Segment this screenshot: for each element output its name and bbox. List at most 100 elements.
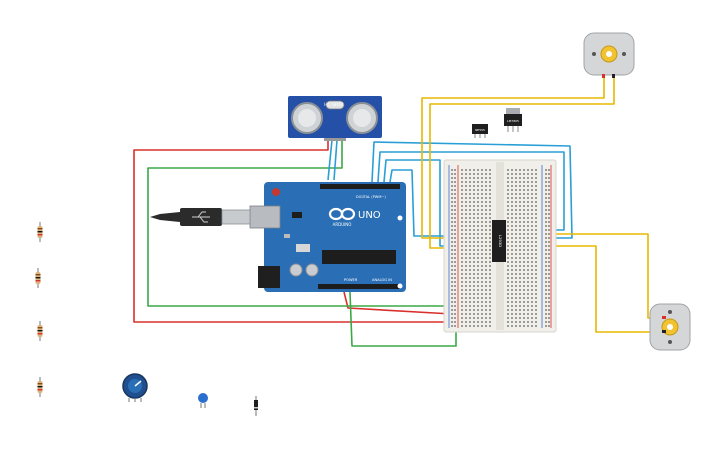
breadboard-hole[interactable] <box>485 225 487 227</box>
breadboard-hole[interactable] <box>507 325 509 327</box>
breadboard-hole[interactable] <box>465 205 467 207</box>
breadboard-hole[interactable] <box>485 321 487 323</box>
breadboard-hole[interactable] <box>489 189 491 191</box>
breadboard-hole[interactable] <box>489 213 491 215</box>
breadboard-hole[interactable] <box>451 249 453 251</box>
breadboard-hole[interactable] <box>477 309 479 311</box>
breadboard-hole[interactable] <box>545 257 547 259</box>
breadboard-hole[interactable] <box>469 193 471 195</box>
breadboard-hole[interactable] <box>454 289 456 291</box>
breadboard-hole[interactable] <box>481 273 483 275</box>
breadboard-hole[interactable] <box>511 269 513 271</box>
breadboard-hole[interactable] <box>511 213 513 215</box>
breadboard-hole[interactable] <box>481 317 483 319</box>
breadboard-hole[interactable] <box>473 289 475 291</box>
breadboard-hole[interactable] <box>519 249 521 251</box>
breadboard-hole[interactable] <box>473 301 475 303</box>
breadboard-hole[interactable] <box>548 229 550 231</box>
breadboard-hole[interactable] <box>515 185 517 187</box>
breadboard-hole[interactable] <box>465 189 467 191</box>
breadboard-hole[interactable] <box>473 197 475 199</box>
breadboard-hole[interactable] <box>527 245 529 247</box>
breadboard-hole[interactable] <box>451 241 453 243</box>
breadboard-hole[interactable] <box>469 265 471 267</box>
breadboard-hole[interactable] <box>477 317 479 319</box>
breadboard-hole[interactable] <box>511 317 513 319</box>
breadboard-hole[interactable] <box>527 237 529 239</box>
breadboard-hole[interactable] <box>485 193 487 195</box>
breadboard-hole[interactable] <box>473 313 475 315</box>
breadboard-hole[interactable] <box>469 169 471 171</box>
breadboard-hole[interactable] <box>511 209 513 211</box>
breadboard-hole[interactable] <box>527 305 529 307</box>
breadboard-hole[interactable] <box>489 197 491 199</box>
breadboard-hole[interactable] <box>535 201 537 203</box>
breadboard-hole[interactable] <box>485 245 487 247</box>
breadboard-hole[interactable] <box>545 249 547 251</box>
breadboard-hole[interactable] <box>461 249 463 251</box>
breadboard-hole[interactable] <box>527 281 529 283</box>
breadboard-hole[interactable] <box>461 201 463 203</box>
breadboard-hole[interactable] <box>531 249 533 251</box>
breadboard-hole[interactable] <box>531 181 533 183</box>
breadboard-hole[interactable] <box>531 281 533 283</box>
breadboard-hole[interactable] <box>473 317 475 319</box>
breadboard-hole[interactable] <box>469 289 471 291</box>
breadboard-hole[interactable] <box>473 209 475 211</box>
breadboard-hole[interactable] <box>465 289 467 291</box>
breadboard-hole[interactable] <box>519 217 521 219</box>
breadboard-hole[interactable] <box>523 225 525 227</box>
breadboard-hole[interactable] <box>473 285 475 287</box>
breadboard-hole[interactable] <box>465 285 467 287</box>
breadboard-hole[interactable] <box>481 241 483 243</box>
breadboard-hole[interactable] <box>523 285 525 287</box>
breadboard-hole[interactable] <box>531 213 533 215</box>
breadboard-hole[interactable] <box>451 317 453 319</box>
breadboard-hole[interactable] <box>461 233 463 235</box>
breadboard-hole[interactable] <box>507 301 509 303</box>
breadboard-hole[interactable] <box>535 177 537 179</box>
breadboard-hole[interactable] <box>454 249 456 251</box>
breadboard-hole[interactable] <box>523 185 525 187</box>
breadboard-hole[interactable] <box>515 285 517 287</box>
breadboard-hole[interactable] <box>489 249 491 251</box>
breadboard-hole[interactable] <box>451 193 453 195</box>
breadboard-hole[interactable] <box>535 233 537 235</box>
breadboard-hole[interactable] <box>515 209 517 211</box>
breadboard-hole[interactable] <box>469 209 471 211</box>
breadboard-hole[interactable] <box>454 237 456 239</box>
breadboard-hole[interactable] <box>477 297 479 299</box>
breadboard-hole[interactable] <box>548 253 550 255</box>
breadboard-hole[interactable] <box>531 189 533 191</box>
breadboard-hole[interactable] <box>454 233 456 235</box>
breadboard-hole[interactable] <box>507 297 509 299</box>
breadboard-hole[interactable] <box>481 257 483 259</box>
small-ic-chip[interactable]: NE555 <box>472 124 488 138</box>
breadboard-hole[interactable] <box>527 209 529 211</box>
breadboard-hole[interactable] <box>531 245 533 247</box>
breadboard-hole[interactable] <box>548 209 550 211</box>
breadboard-hole[interactable] <box>511 321 513 323</box>
breadboard-hole[interactable] <box>527 173 529 175</box>
breadboard-hole[interactable] <box>535 309 537 311</box>
breadboard-hole[interactable] <box>454 189 456 191</box>
breadboard-hole[interactable] <box>477 209 479 211</box>
breadboard-hole[interactable] <box>511 237 513 239</box>
breadboard-hole[interactable] <box>461 277 463 279</box>
breadboard-hole[interactable] <box>465 297 467 299</box>
breadboard-hole[interactable] <box>454 301 456 303</box>
breadboard-hole[interactable] <box>485 289 487 291</box>
breadboard-hole[interactable] <box>523 289 525 291</box>
breadboard-hole[interactable] <box>515 229 517 231</box>
breadboard-hole[interactable] <box>515 293 517 295</box>
breadboard-hole[interactable] <box>531 265 533 267</box>
breadboard-hole[interactable] <box>523 265 525 267</box>
breadboard-hole[interactable] <box>511 181 513 183</box>
breadboard-hole[interactable] <box>548 293 550 295</box>
breadboard-hole[interactable] <box>531 169 533 171</box>
breadboard-hole[interactable] <box>507 305 509 307</box>
breadboard-hole[interactable] <box>545 241 547 243</box>
breadboard-hole[interactable] <box>523 293 525 295</box>
breadboard-hole[interactable] <box>548 169 550 171</box>
breadboard-hole[interactable] <box>454 253 456 255</box>
